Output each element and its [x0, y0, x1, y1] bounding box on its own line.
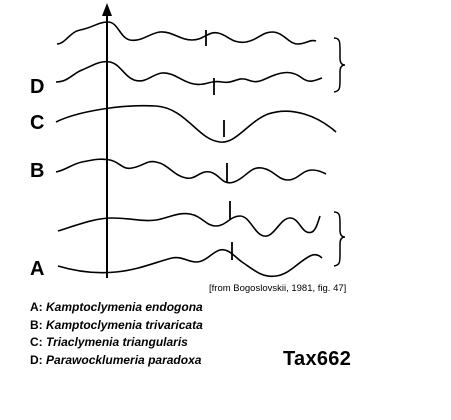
legend-item-a: A: Kamptoclymenia endogona	[30, 299, 203, 317]
row-label-c: C	[30, 112, 44, 134]
suture-line-b	[55, 158, 327, 184]
legend-key: D:	[30, 352, 43, 367]
legend-item-b: B: Kamptoclymenia trivaricata	[30, 317, 203, 335]
suture-line-a-lower	[57, 248, 323, 278]
legend-key: C:	[30, 335, 43, 349]
bracket-d	[333, 37, 346, 93]
row-label-b: B	[30, 160, 44, 182]
legend-taxon-name: Triaclymenia triangularis	[46, 335, 188, 349]
suture-line-d-upper	[56, 21, 317, 45]
suture-line-diagram: D C B A	[30, 3, 346, 280]
legend-taxon-name: Parawocklumeria paradoxa	[46, 352, 202, 367]
legend-taxon-name: Kamptoclymenia trivaricata	[46, 317, 203, 332]
legend-key: A:	[30, 300, 43, 314]
axis-arrow-icon	[102, 3, 112, 16]
row-label-a: A	[30, 258, 44, 280]
suture-line-a-upper	[57, 212, 321, 237]
suture-line-c	[55, 104, 337, 143]
legend-item-c: C: Triaclymenia triangularis	[30, 334, 203, 352]
source-caption: [from Bogoslovskii, 1981, fig. 47]	[209, 283, 347, 294]
legend-taxon-name: Kamptoclymenia endogona	[46, 300, 203, 314]
taxon-legend: A: Kamptoclymenia endogona B: Kamptoclym…	[30, 299, 203, 369]
legend-key: B:	[30, 317, 43, 332]
taxon-id-label: Tax662	[283, 348, 352, 370]
legend-item-d: D: Parawocklumeria paradoxa	[30, 352, 203, 370]
suture-line-d-lower	[55, 60, 323, 86]
bracket-a	[333, 211, 346, 267]
row-label-d: D	[30, 76, 44, 98]
